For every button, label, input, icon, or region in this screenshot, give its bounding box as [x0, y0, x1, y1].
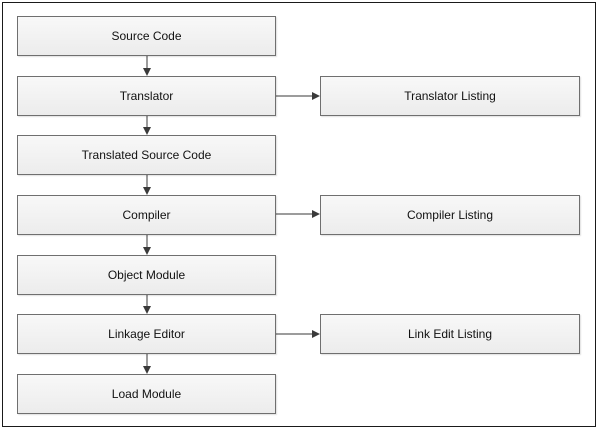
node-object-module: Object Module: [17, 255, 276, 295]
node-translator-listing-label: Translator Listing: [404, 89, 496, 103]
node-linkage-editor-label: Linkage Editor: [108, 327, 185, 341]
node-translator-listing: Translator Listing: [320, 76, 580, 116]
node-compiler-listing-label: Compiler Listing: [406, 208, 494, 222]
node-source-code-label: Source Code: [111, 29, 182, 43]
node-compiler-listing: Compiler Listing: [320, 195, 580, 235]
node-translator: Translator: [17, 76, 276, 116]
node-translated-source-code-label: Translated Source Code: [81, 148, 212, 162]
node-compiler: Compiler: [17, 195, 276, 235]
node-load-module: Load Module: [17, 374, 276, 414]
node-source-code: Source Code: [17, 16, 276, 56]
node-object-module-label: Object Module: [107, 268, 186, 282]
node-load-module-label: Load Module: [111, 387, 182, 401]
node-linkage-editor: Linkage Editor: [17, 314, 276, 354]
node-translator-label: Translator: [119, 89, 174, 103]
node-translated-source-code: Translated Source Code: [17, 135, 276, 175]
node-link-edit-listing: Link Edit Listing: [320, 314, 580, 354]
node-link-edit-listing-label: Link Edit Listing: [407, 327, 493, 341]
node-compiler-label: Compiler: [122, 208, 171, 222]
